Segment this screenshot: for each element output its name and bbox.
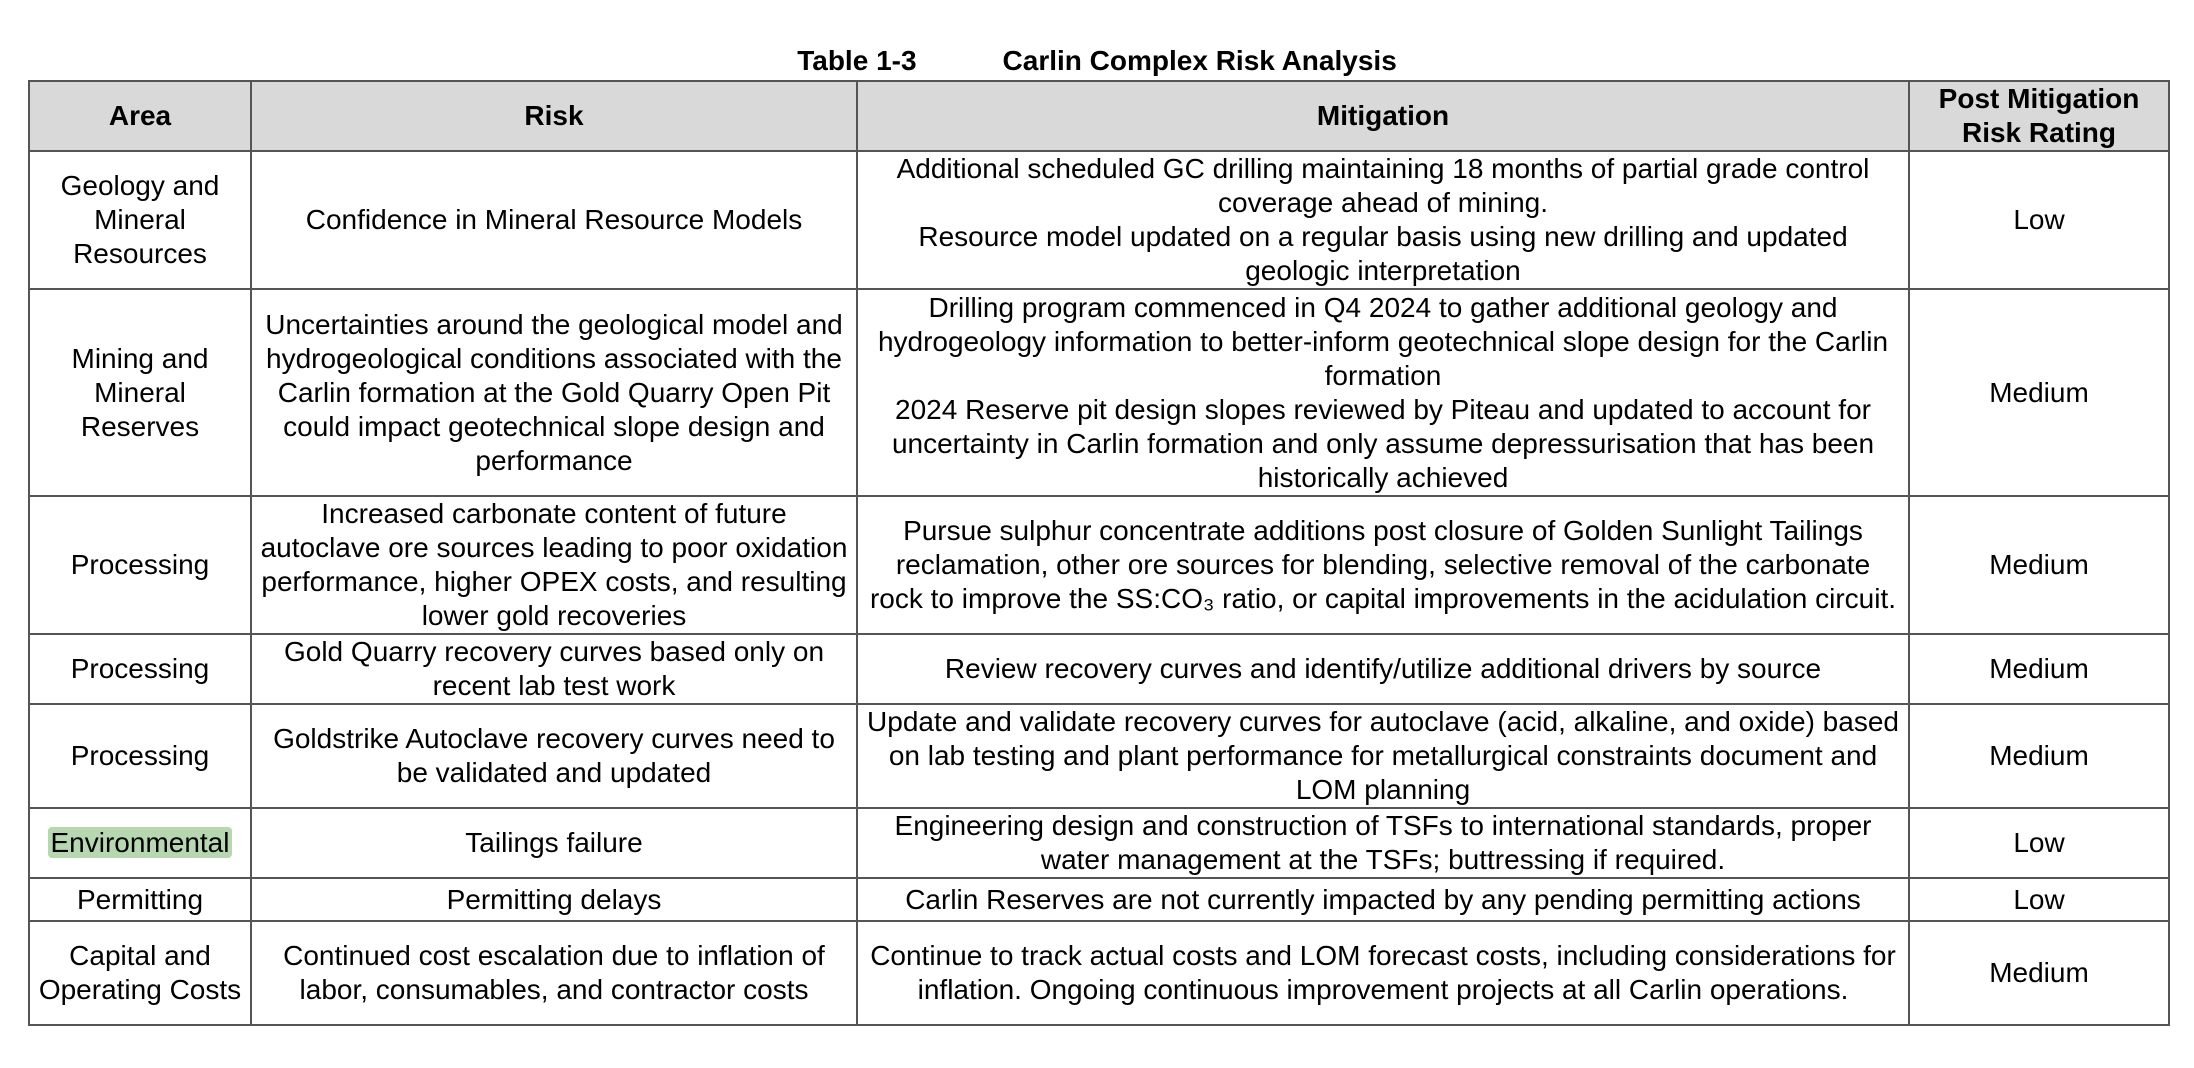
cell-risk: Gold Quarry recovery curves based only o…	[250, 633, 858, 705]
table-row: Capital and Operating Costs Continued co…	[28, 920, 2170, 1026]
cell-risk: Permitting delays	[250, 877, 858, 922]
table-row: Processing Increased carbonate content o…	[28, 495, 2170, 635]
header-rating: Post Mitigation Risk Rating	[1908, 80, 2170, 152]
cell-area: Processing	[28, 633, 252, 705]
cell-area: Mining and Mineral Reserves	[28, 288, 252, 497]
cell-rating: Low	[1908, 877, 2170, 922]
cell-area: Geology and Mineral Resources	[28, 150, 252, 290]
cell-rating: Medium	[1908, 288, 2170, 497]
cell-risk: Tailings failure	[250, 807, 858, 879]
mitigation-line: Additional scheduled GC drilling maintai…	[896, 153, 1870, 218]
cell-mitigation: Update and validate recovery curves for …	[856, 703, 1910, 809]
cell-risk: Confidence in Mineral Resource Models	[250, 150, 858, 290]
cell-rating: Medium	[1908, 703, 2170, 809]
table-caption: Table 1-3 Carlin Complex Risk Analysis	[0, 44, 2194, 78]
cell-mitigation: Review recovery curves and identify/util…	[856, 633, 1910, 705]
highlighted-area-label: Environmental	[47, 827, 233, 858]
cell-risk: Goldstrike Autoclave recovery curves nee…	[250, 703, 858, 809]
cell-risk: Continued cost escalation due to inflati…	[250, 920, 858, 1026]
cell-risk: Increased carbonate content of future au…	[250, 495, 858, 635]
header-mitigation: Mitigation	[856, 80, 1910, 152]
cell-area: Environmental	[28, 807, 252, 879]
header-rating-line1: Post Mitigation	[1938, 83, 2140, 114]
cell-area: Capital and Operating Costs	[28, 920, 252, 1026]
header-rating-line2: Risk Rating	[1961, 117, 2117, 148]
cell-rating: Low	[1908, 807, 2170, 879]
cell-area: Processing	[28, 495, 252, 635]
mitigation-line: Resource model updated on a regular basi…	[918, 221, 1848, 286]
cell-mitigation: Continue to track actual costs and LOM f…	[856, 920, 1910, 1026]
cell-rating: Medium	[1908, 633, 2170, 705]
table-row: Geology and Mineral Resources Confidence…	[28, 150, 2170, 290]
table-number: Table 1-3	[797, 45, 917, 76]
cell-area: Permitting	[28, 877, 252, 922]
table-row: Processing Goldstrike Autoclave recovery…	[28, 703, 2170, 809]
cell-mitigation: Carlin Reserves are not currently impact…	[856, 877, 1910, 922]
header-risk: Risk	[250, 80, 858, 152]
cell-mitigation: Pursue sulphur concentrate additions pos…	[856, 495, 1910, 635]
cell-mitigation: Engineering design and construction of T…	[856, 807, 1910, 879]
header-area: Area	[28, 80, 252, 152]
table-title: Carlin Complex Risk Analysis	[1002, 45, 1397, 76]
table-row: Environmental Tailings failure Engineeri…	[28, 807, 2170, 879]
cell-mitigation: Additional scheduled GC drilling maintai…	[856, 150, 1910, 290]
risk-analysis-table: Area Risk Mitigation Post Mitigation Ris…	[28, 80, 2170, 1026]
cell-rating: Low	[1908, 150, 2170, 290]
cell-mitigation: Drilling program commenced in Q4 2024 to…	[856, 288, 1910, 497]
table-row: Mining and Mineral Reserves Uncertaintie…	[28, 288, 2170, 497]
table-row: Permitting Permitting delays Carlin Rese…	[28, 877, 2170, 922]
mitigation-line: 2024 Reserve pit design slopes reviewed …	[891, 393, 1875, 493]
cell-rating: Medium	[1908, 920, 2170, 1026]
cell-risk: Uncertainties around the geological mode…	[250, 288, 858, 497]
header-row: Area Risk Mitigation Post Mitigation Ris…	[28, 80, 2170, 152]
table-row: Processing Gold Quarry recovery curves b…	[28, 633, 2170, 705]
cell-rating: Medium	[1908, 495, 2170, 635]
mitigation-line: Drilling program commenced in Q4 2024 to…	[877, 291, 1889, 391]
cell-area: Processing	[28, 703, 252, 809]
